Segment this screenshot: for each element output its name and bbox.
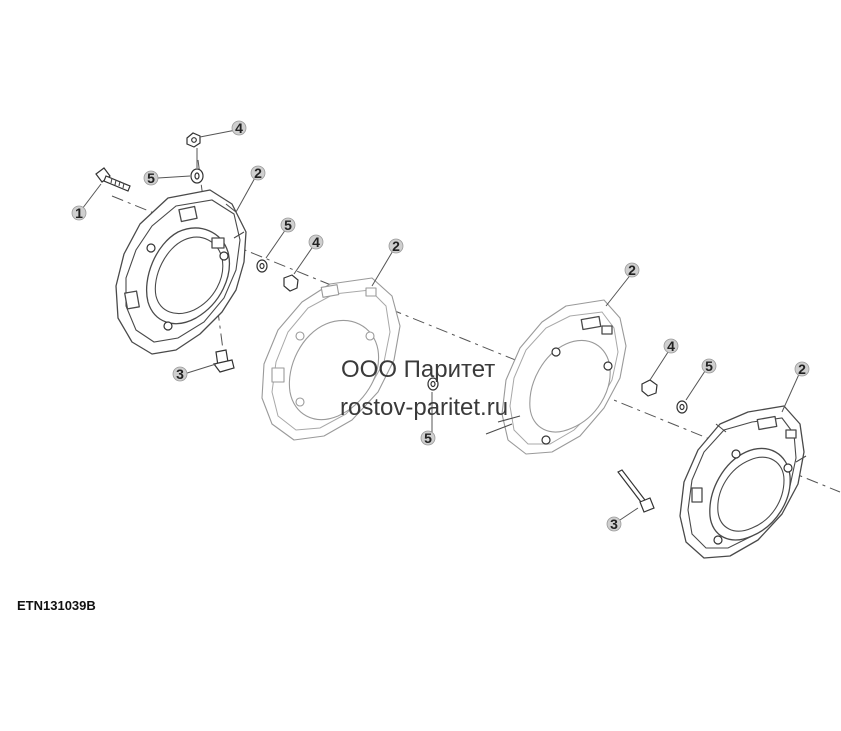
callout-bubble: 4 [308, 234, 324, 250]
callout-bubble: 5 [420, 430, 436, 446]
svg-text:2: 2 [628, 262, 636, 278]
callout-bubble: 2 [388, 238, 404, 254]
wheel-weight-3 [485, 299, 627, 455]
callout-bubble: 4 [231, 120, 247, 136]
washer-top [190, 168, 204, 184]
callout-bubble: 1 [71, 205, 87, 221]
nut-top [186, 132, 201, 148]
svg-text:3: 3 [610, 516, 618, 532]
callout-bubble: 5 [143, 170, 159, 186]
nut-mid [283, 274, 299, 292]
washer-right [676, 400, 688, 414]
callout-bubble: 4 [663, 338, 679, 354]
svg-text:4: 4 [235, 120, 243, 136]
callout-bubble: 2 [250, 165, 266, 181]
svg-text:5: 5 [424, 430, 432, 446]
svg-text:3: 3 [176, 366, 184, 382]
wheel-weight-1 [115, 189, 247, 355]
svg-text:5: 5 [147, 170, 155, 186]
wheel-weight-2 [261, 277, 401, 441]
callout-bubble: 3 [606, 516, 622, 532]
svg-text:5: 5 [284, 217, 292, 233]
wheel-weight-4 [679, 405, 807, 559]
callout-bubble: 5 [280, 217, 296, 233]
watermark-url: rostov-paritet.ru [340, 394, 509, 421]
long-bolt-3 [617, 469, 655, 513]
callout-bubble: 2 [794, 361, 810, 377]
callout-bubble: 3 [172, 366, 188, 382]
svg-text:2: 2 [798, 361, 806, 377]
svg-text:5: 5 [705, 358, 713, 374]
nut-right [641, 379, 658, 397]
svg-text:4: 4 [312, 234, 320, 250]
callout-bubble: 2 [624, 262, 640, 278]
svg-text:1: 1 [75, 205, 83, 221]
bolt-1 [95, 167, 131, 192]
svg-text:2: 2 [254, 165, 262, 181]
svg-text:2: 2 [392, 238, 400, 254]
washer-mid [256, 259, 268, 273]
svg-text:4: 4 [667, 338, 675, 354]
watermark-company: ООО Паритет [341, 356, 496, 383]
callout-bubble: 5 [701, 358, 717, 374]
carriage-bolt-3 [212, 349, 235, 373]
figure-code: ETN131039B [17, 598, 96, 613]
washer-center [427, 377, 439, 391]
